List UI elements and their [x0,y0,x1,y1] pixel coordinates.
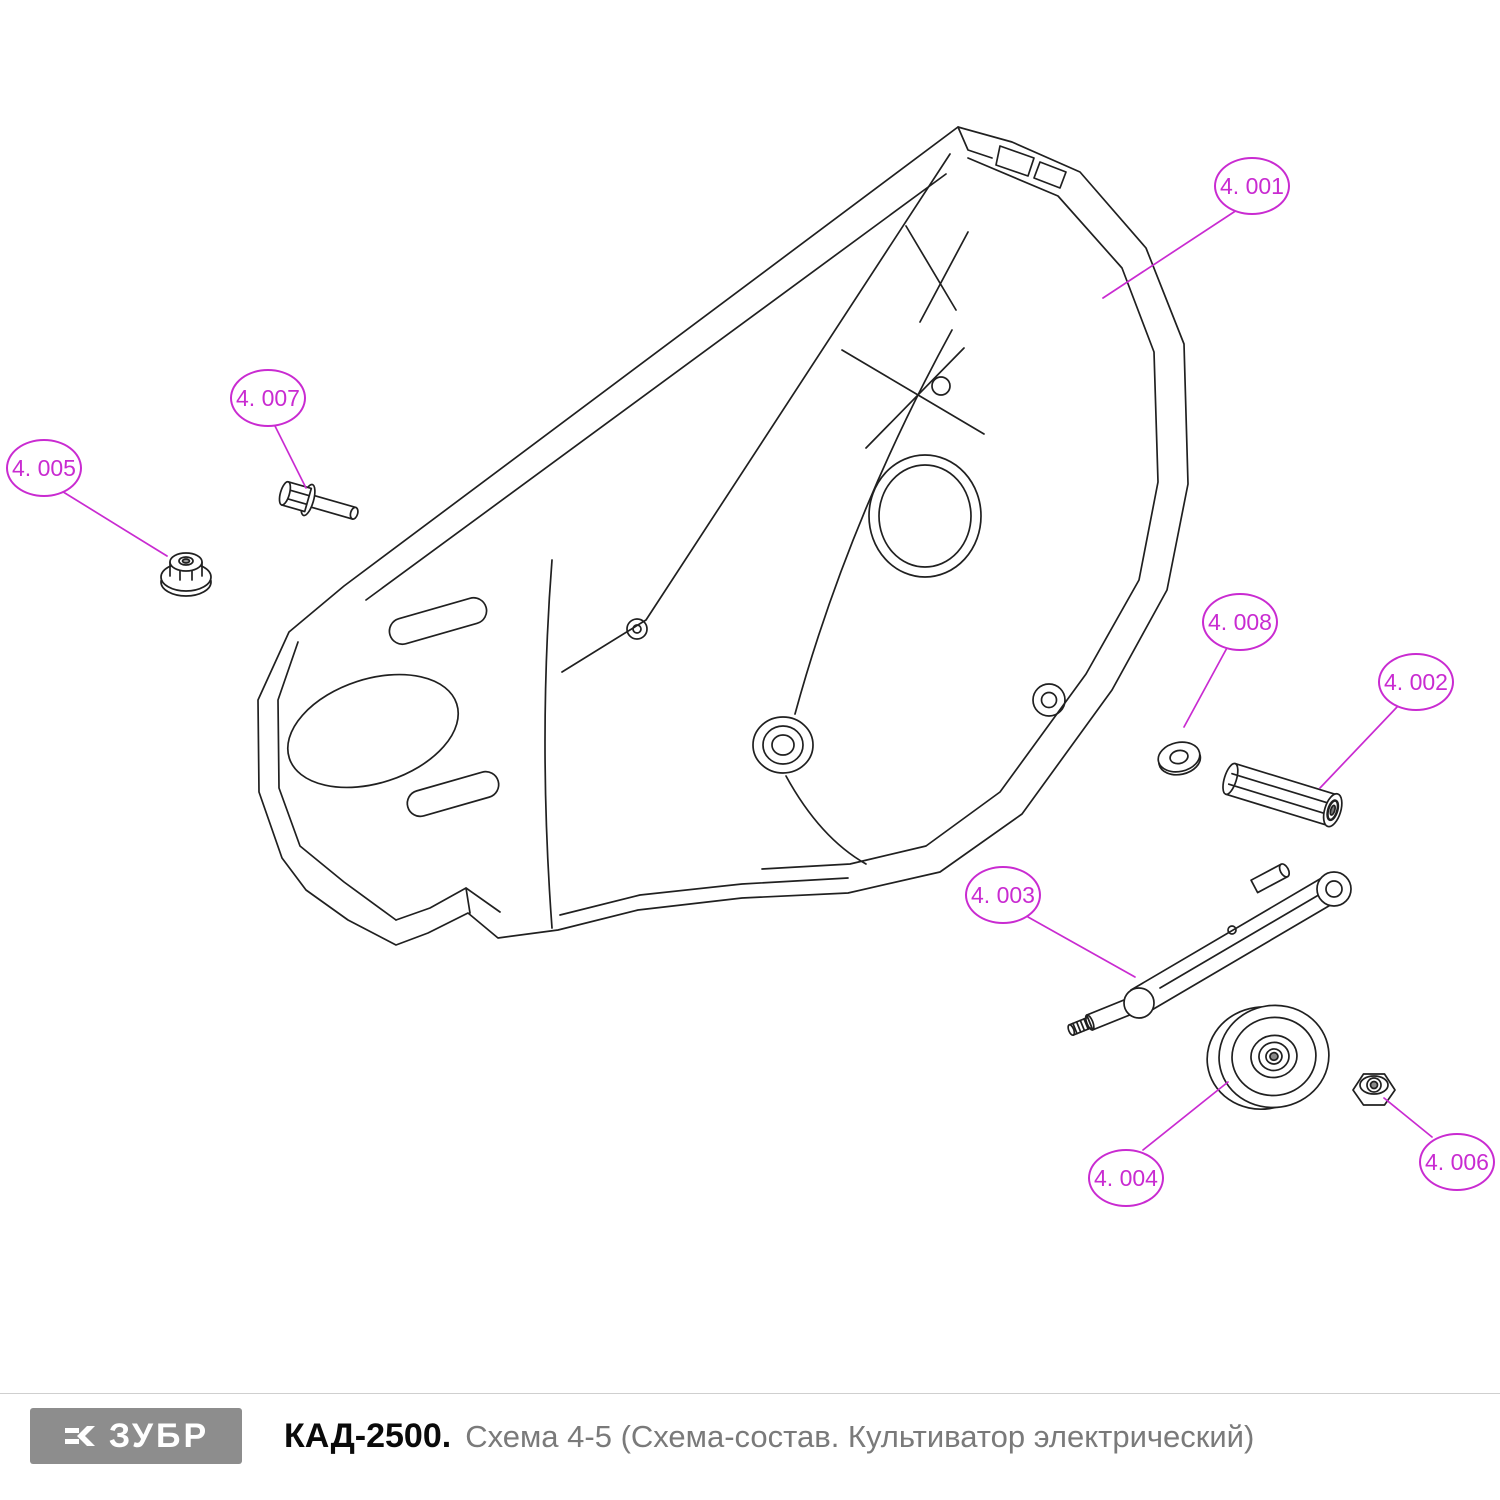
pulley-part [1206,1004,1330,1111]
flange-nut-part [160,552,212,597]
brand-logo-text: ЗУБР [108,1416,210,1455]
footer: ЗУБР КАД-2500. Схема 4-5 (Схема-состав. … [30,1406,1470,1466]
callout-4-008: 4. 008 [1202,593,1278,651]
callout-4-006: 4. 006 [1419,1133,1495,1191]
brand-logo: ЗУБР [30,1408,242,1464]
hex-standoff-part [1222,762,1343,828]
belt-cover-part [257,126,1189,946]
schema-caption: КАД-2500. Схема 4-5 (Схема-состав. Культ… [284,1417,1254,1456]
bolt-part [278,480,359,520]
washer-part [1157,741,1202,776]
callout-4-003: 4. 003 [965,866,1041,924]
footer-divider [0,1393,1500,1394]
callout-4-005: 4. 005 [6,439,82,497]
callout-4-002: 4. 002 [1378,653,1454,711]
schema-description: Схема 4-5 (Схема-состав. Культиватор эле… [465,1418,1255,1454]
callout-4-007: 4. 007 [230,369,306,427]
zubr-brand-icon [64,1426,95,1446]
lock-nut-part [1352,1073,1396,1106]
callout-4-001: 4. 001 [1214,157,1290,215]
schema-model: КАД-2500. [284,1416,452,1455]
callout-4-004: 4. 004 [1088,1149,1164,1207]
tension-arm-part [1067,863,1352,1037]
callout-leader-lines [59,209,1433,1151]
